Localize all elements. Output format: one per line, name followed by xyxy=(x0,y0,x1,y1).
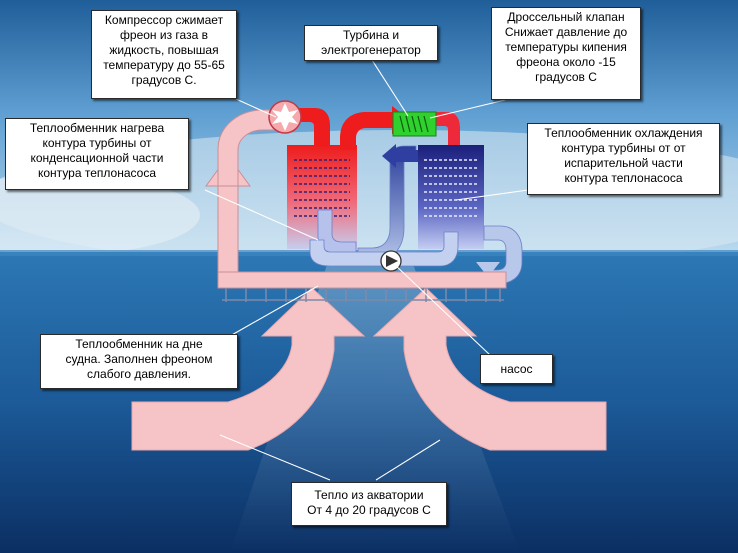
cold-inlet-pipe xyxy=(396,150,418,162)
throttle-callout: Дроссельный клапан Снижает давление до т… xyxy=(491,7,641,100)
heat-source-callout: Тепло из акватории От 4 до 20 градусов С xyxy=(291,482,447,526)
turbine-blades xyxy=(399,115,429,133)
cold-inlet-arrow xyxy=(382,144,396,168)
lower-loop-pipe xyxy=(309,231,459,267)
pump-arrow xyxy=(386,255,398,267)
right-loop-arrow xyxy=(476,262,500,277)
hot-exchanger-callout: Теплообменник нагрева контура турбины от… xyxy=(5,118,189,190)
cloud-haze-left xyxy=(0,175,200,255)
underwater-light-rays xyxy=(230,256,520,553)
bottom-exchanger-pipe xyxy=(217,271,507,289)
compressor-callout: Компрессор сжимает фреон из газа в жидко… xyxy=(91,10,237,99)
turbine-arch-pipe xyxy=(340,112,392,150)
turbine-outlet-pipe xyxy=(434,112,460,145)
cold-coil xyxy=(424,159,478,217)
callout-pointers xyxy=(204,59,529,481)
heat-arrow-left xyxy=(131,287,366,451)
left-riser-pipe xyxy=(205,155,251,283)
compressor-star xyxy=(272,103,298,131)
cold-exchanger-callout: Теплообменник охлаждения контура турбины… xyxy=(527,123,720,195)
turbine-callout: Турбина и электрогенератор xyxy=(304,25,438,61)
pump-callout: насос xyxy=(480,354,553,384)
bottom-exchanger-callout: Теплообменник на дне судна. Заполнен фре… xyxy=(40,334,238,389)
heat-arrow-right xyxy=(372,287,607,451)
